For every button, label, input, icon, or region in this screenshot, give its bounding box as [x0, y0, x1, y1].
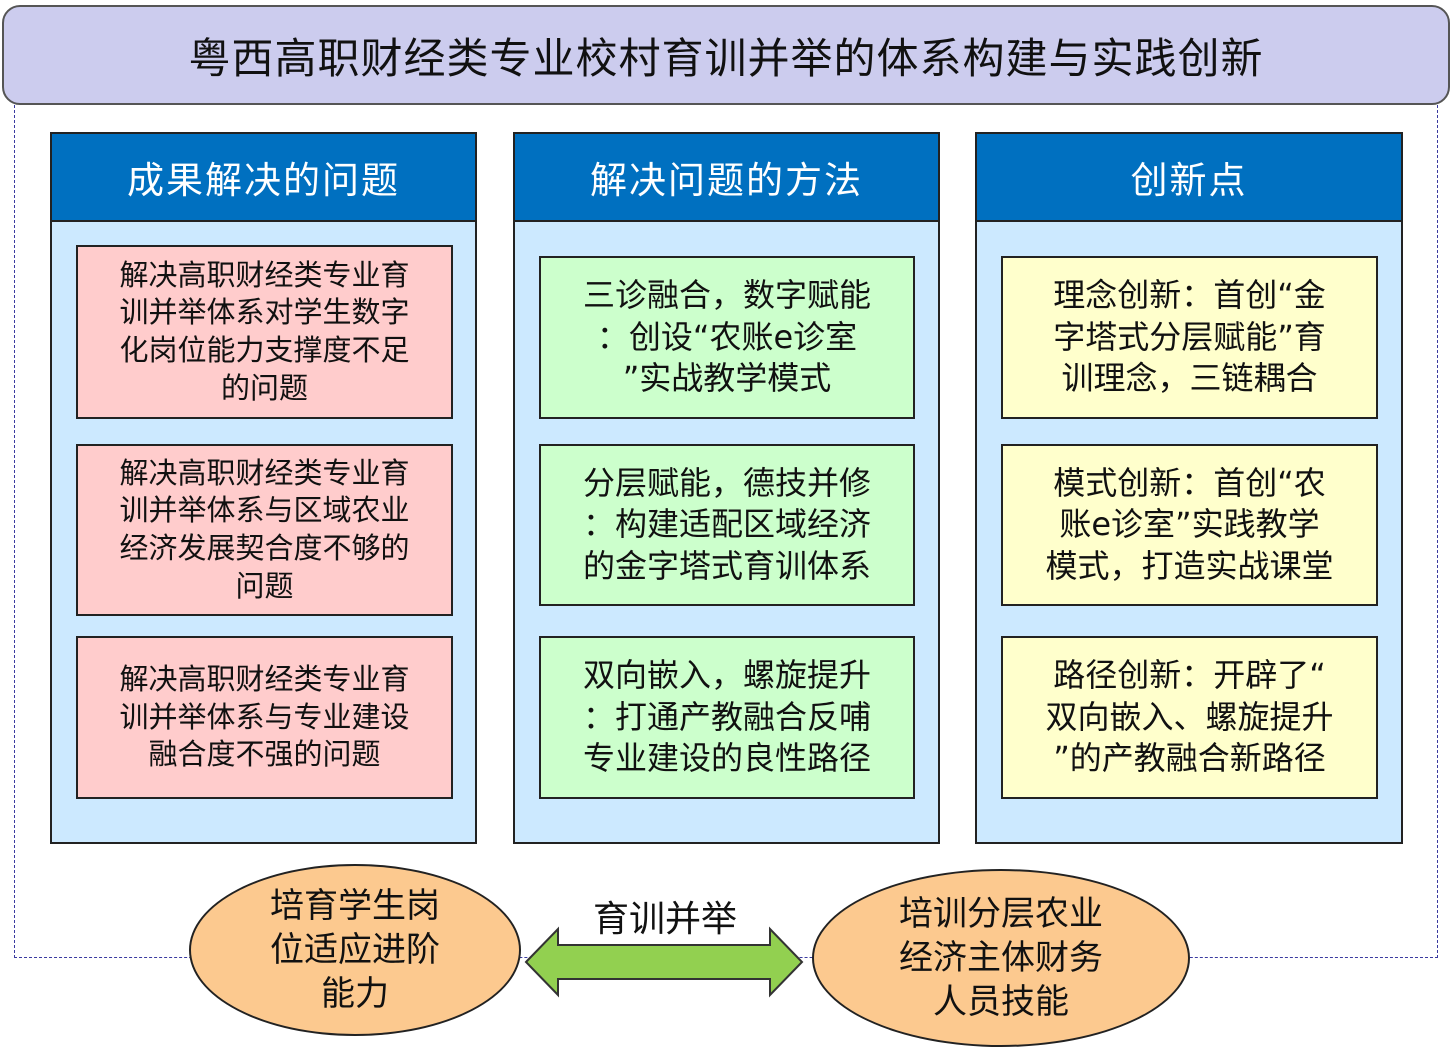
item-box: 解决高职财经类专业育训并举体系与专业建设融合度不强的问题 — [76, 636, 453, 799]
item-text-line: 双向嵌入，螺旋提升 — [582, 656, 871, 695]
item-text-line: 融合度不强的问题 — [148, 737, 381, 772]
arrow-label: 育训并举 — [592, 899, 737, 940]
item-text-line: 模式创新：首创“农 — [1053, 463, 1326, 502]
student-ability-ellipse: 培育学生岗位适应进阶能力 — [189, 864, 521, 1036]
ellipse-text-line: 人员技能 — [933, 982, 1069, 1023]
item-box: 分层赋能，德技并修：构建适配区域经济的金字塔式育训体系 — [539, 444, 915, 606]
item-text-line: 化岗位能力支撑度不足 — [119, 333, 410, 367]
item-text-line: ：创设“农账e诊室 — [596, 317, 858, 356]
page-title: 粤西高职财经类专业校村育训并举的体系构建与实践创新 — [2, 5, 1450, 105]
ellipse-text-line: 培训分层农业 — [899, 893, 1103, 934]
item-box: 路径创新：开辟了“双向嵌入、螺旋提升”的产教融合新路径 — [1001, 636, 1378, 799]
farmer-training-ellipse: 培训分层农业经济主体财务人员技能 — [812, 869, 1190, 1047]
item-text-line: 模式，打造实战课堂 — [1045, 546, 1334, 585]
item-box: 三诊融合，数字赋能：创设“农账e诊室”实战教学模式 — [539, 256, 915, 419]
double-arrow-icon — [524, 926, 804, 998]
item-box: 理念创新：首创“金字塔式分层赋能”育训理念，三链耦合 — [1001, 256, 1378, 419]
item-text-line: ：构建适配区域经济 — [582, 505, 871, 544]
item-text-line: 解决高职财经类专业育 — [119, 661, 410, 696]
item-text-line: 理念创新：首创“金 — [1053, 276, 1326, 315]
column-header: 解决问题的方法 — [515, 134, 938, 222]
item-box: 模式创新：首创“农账e诊室”实践教学模式，打造实战课堂 — [1001, 444, 1378, 606]
item-text-line: 字塔式分层赋能”育 — [1053, 317, 1326, 356]
item-text-line: ”实战教学模式 — [622, 359, 832, 398]
item-text-line: 账e诊室”实践教学 — [1059, 505, 1320, 544]
item-text-line: 训并举体系与专业建设 — [119, 699, 410, 734]
item-text-line: ”的产教融合新路径 — [1053, 739, 1326, 778]
item-text-line: 训并举体系对学生数字 — [119, 295, 410, 330]
item-text-line: 路径创新：开辟了“ — [1053, 656, 1326, 695]
item-text-line: 问题 — [235, 568, 294, 603]
column-header: 创新点 — [977, 134, 1401, 222]
item-text-line: 双向嵌入、螺旋提升 — [1045, 697, 1334, 736]
item-text-line: 解决高职财经类专业育 — [119, 257, 410, 292]
ellipse-text-line: 位适应进阶 — [270, 929, 440, 970]
ellipse-text-line: 经济主体财务 — [899, 937, 1103, 978]
item-text-line: ：打通产教融合反哺 — [582, 697, 871, 736]
item-text-line: 的问题 — [220, 370, 308, 405]
item-box: 双向嵌入，螺旋提升：打通产教融合反哺专业建设的良性路径 — [539, 636, 915, 799]
item-text-line: 训理念，三链耦合 — [1061, 359, 1318, 398]
column-header: 成果解决的问题 — [52, 134, 475, 222]
item-box: 解决高职财经类专业育训并举体系对学生数字化岗位能力支撑度不足的问题 — [76, 245, 453, 419]
item-text-line: 的金字塔式育训体系 — [582, 546, 871, 585]
ellipse-text-line: 培育学生岗 — [270, 885, 440, 926]
item-box: 解决高职财经类专业育训并举体系与区域农业经济发展契合度不够的问题 — [76, 444, 453, 616]
item-text-line: 分层赋能，德技并修 — [582, 463, 871, 502]
item-text-line: 三诊融合，数字赋能 — [582, 276, 871, 315]
item-text-line: 解决高职财经类专业育 — [119, 455, 410, 490]
ellipse-text-line: 能力 — [321, 974, 389, 1015]
item-text-line: 专业建设的良性路径 — [582, 739, 871, 778]
item-text-line: 训并举体系与区域农业 — [119, 493, 410, 528]
item-text-line: 经济发展契合度不够的 — [119, 531, 410, 565]
